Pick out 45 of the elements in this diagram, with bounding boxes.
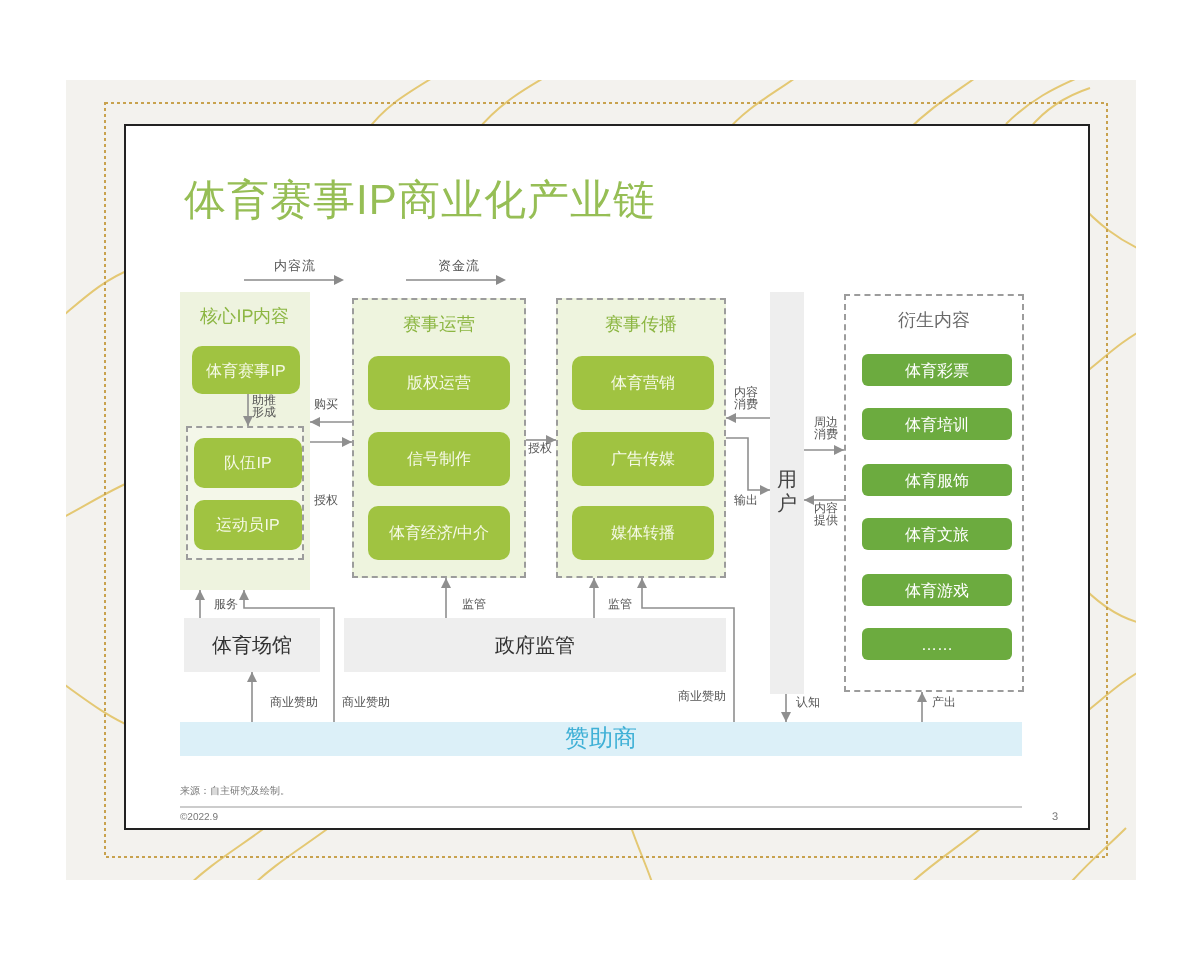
arrow <box>781 693 791 723</box>
arrow <box>441 577 451 619</box>
arrow <box>725 437 771 495</box>
arrow <box>917 691 927 723</box>
rounded-box: 体育文旅 <box>862 518 1012 550</box>
arrow <box>637 577 735 723</box>
title: 体育赛事IP商业化产业链 <box>184 176 656 228</box>
rounded-box: 体育彩票 <box>862 354 1012 386</box>
rounded-box: 广告传媒 <box>572 432 714 486</box>
arrow <box>803 445 845 455</box>
panel-heading: 赛事传播 <box>603 312 679 338</box>
arrow <box>243 393 253 427</box>
arrow <box>309 437 353 447</box>
label-box: 体育场馆 <box>184 618 320 672</box>
panel <box>180 292 310 590</box>
panel-heading: 核心IP内容 <box>198 304 292 330</box>
rounded-box: 运动员IP <box>194 500 302 550</box>
rounded-box: 版权运营 <box>368 356 510 410</box>
panel-heading: 赛事运营 <box>401 312 477 338</box>
arrow <box>309 417 353 427</box>
rounded-box: 体育赛事IP <box>192 346 300 394</box>
rounded-box: 体育营销 <box>572 356 714 410</box>
vertical-band: 用户 <box>770 292 804 694</box>
panel-heading: 衍生内容 <box>896 308 972 334</box>
arrow <box>525 435 557 445</box>
dashed-group-box <box>186 426 304 560</box>
panel <box>844 294 1024 692</box>
rounded-box: 体育游戏 <box>862 574 1012 606</box>
rounded-box: 媒体转播 <box>572 506 714 560</box>
arrow <box>195 589 205 619</box>
rounded-box: 信号制作 <box>368 432 510 486</box>
rounded-box: …… <box>862 628 1012 660</box>
rounded-box: 体育培训 <box>862 408 1012 440</box>
arrow <box>803 495 845 505</box>
rounded-box: 体育服饰 <box>862 464 1012 496</box>
arrow <box>589 577 599 619</box>
panel <box>556 298 726 578</box>
arrow <box>247 671 257 723</box>
arrow <box>239 589 335 723</box>
rounded-box: 队伍IP <box>194 438 302 488</box>
horizontal-band: 赞助商 <box>180 722 1022 756</box>
label-box: 政府监管 <box>344 618 726 672</box>
rounded-box: 体育经济/中介 <box>368 506 510 560</box>
panel <box>352 298 526 578</box>
arrow <box>725 413 771 423</box>
